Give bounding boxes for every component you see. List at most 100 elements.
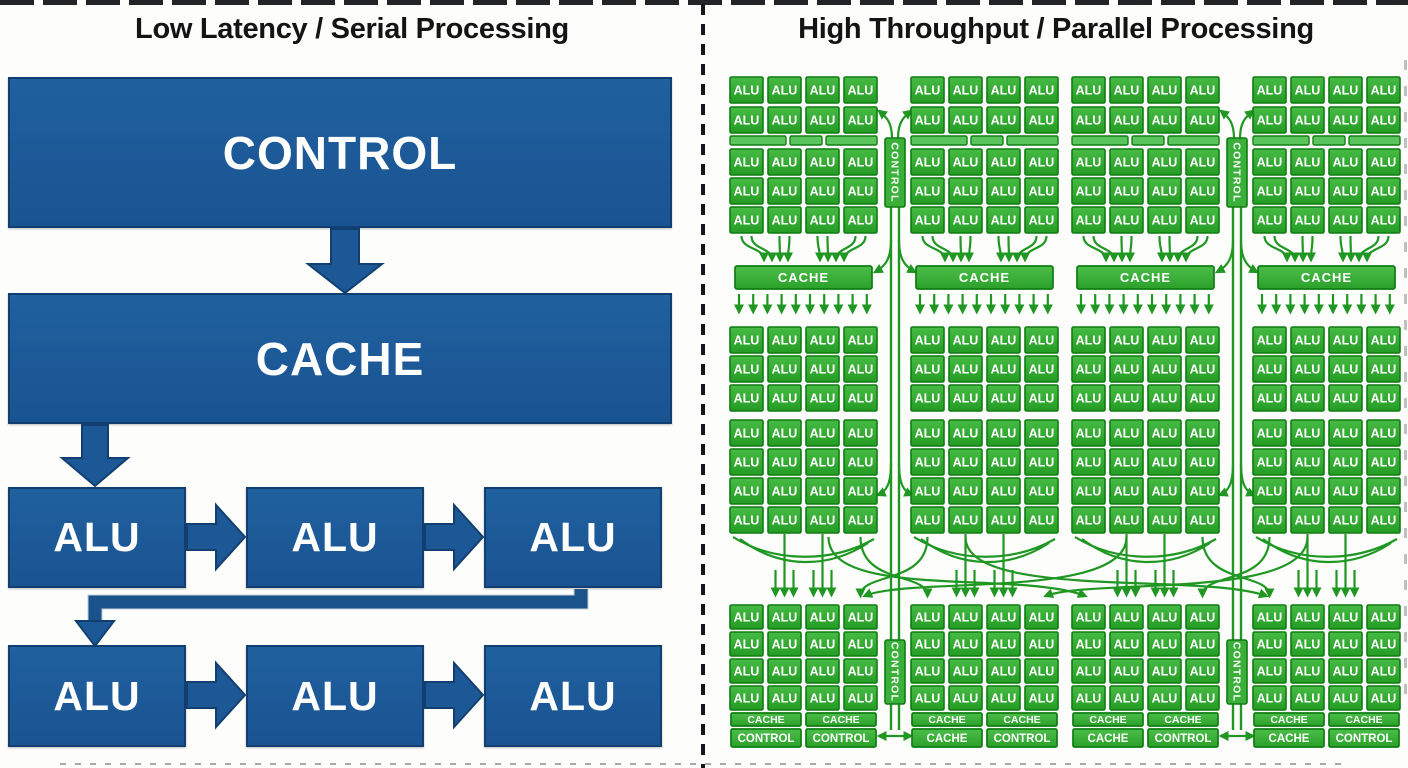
flow-line: [1020, 235, 1048, 263]
alu-cell: [1147, 448, 1182, 476]
alu-cell-label: ALU: [810, 391, 836, 405]
alu-cell-label: ALU: [810, 691, 836, 705]
bottom-cache-bar: [1328, 712, 1400, 727]
alu-cell-label: ALU: [1114, 455, 1140, 469]
alu-cell: [1328, 106, 1363, 134]
bottom-cache-bar-label: CACHE: [1345, 714, 1382, 726]
alu-cell-label: ALU: [848, 362, 874, 376]
alu-cell-label: ALU: [1333, 637, 1359, 651]
alu-cell: [986, 355, 1021, 383]
alu-cell-label: ALU: [1029, 455, 1055, 469]
alu-cell-label: ALU: [1190, 155, 1216, 169]
cpu-panel-title: Low Latency / Serial Processing: [135, 13, 569, 45]
alu-cell: [910, 106, 945, 134]
register-bar: [1167, 135, 1220, 146]
cache-bar: [734, 265, 873, 290]
alu-cell-label: ALU: [772, 113, 798, 127]
alu-cell-label: ALU: [1257, 610, 1283, 624]
flow-line: [964, 536, 1269, 599]
alu-cell: [729, 355, 764, 383]
gpu-blocks: ALU ALU ALU ALU ALU ALU ALU ALU ALU ALU ALU ALU ALU A…: [729, 76, 1401, 748]
alu-cell: [1071, 658, 1106, 684]
register-bar: [789, 135, 823, 146]
flow-line: [1092, 235, 1119, 263]
alu-cell: [1328, 206, 1363, 234]
alu-cell-label: ALU: [734, 426, 760, 440]
alu-cell-label: ALU: [1029, 637, 1055, 651]
alu-cell-label: ALU: [1371, 333, 1397, 347]
alu-cell: [1366, 448, 1401, 476]
alu-cell-label: ALU: [1076, 455, 1102, 469]
flow-line: [872, 239, 893, 274]
cache-bar: [1257, 265, 1396, 290]
alu-cell-label: ALU: [991, 155, 1017, 169]
arrow-alu-right-icon: [186, 660, 247, 730]
alu-cell: [1071, 106, 1106, 134]
alu-cell-label: ALU: [1152, 637, 1178, 651]
alu-cell: [1147, 384, 1182, 412]
alu-cell: [1109, 448, 1144, 476]
alu-cell-label: ALU: [953, 610, 979, 624]
vertical-control-bar-label: CONTROL: [888, 142, 900, 202]
alu-cell: [1252, 106, 1287, 134]
alu-cell-label: ALU: [1152, 213, 1178, 227]
flow-line: [1173, 235, 1199, 263]
alu-cell-label: ALU: [1029, 391, 1055, 405]
alu-cell-label: ALU: [1076, 513, 1102, 527]
flow-line: [920, 538, 1050, 564]
alu-cell-label: ALU: [1076, 426, 1102, 440]
alu-cell-label: ALU: [953, 484, 979, 498]
alu-cell-label: ALU: [734, 664, 760, 678]
alu-cell: [1109, 355, 1144, 383]
alu-cell-label: ALU: [1076, 184, 1102, 198]
alu-cell: [805, 177, 840, 205]
alu-cell-label: ALU: [1257, 83, 1283, 97]
alu-cell: [1328, 177, 1363, 205]
flow-line: [896, 109, 913, 140]
feedback-line: [88, 589, 588, 623]
alu-cell: [948, 206, 983, 234]
alu-cell: [1024, 477, 1059, 505]
alu-cell: [1366, 384, 1401, 412]
cpu-control-block: CONTROL: [8, 77, 672, 228]
alu-cell-label: ALU: [1295, 455, 1321, 469]
alu-cell: [1290, 148, 1325, 176]
alu-cell-label: ALU: [953, 513, 979, 527]
flow-line: [921, 235, 950, 263]
alu-cell: [805, 419, 840, 447]
bottom-control-bar-label: CONTROL: [1336, 733, 1393, 745]
alu-cell-label: ALU: [734, 455, 760, 469]
alu-cell-label: ALU: [991, 184, 1017, 198]
alu-cell-label: ALU: [1152, 513, 1178, 527]
alu-cell: [1024, 631, 1059, 657]
alu-cell-label: ALU: [1257, 184, 1283, 198]
alu-cell: [1024, 604, 1059, 630]
alu-cell: [1185, 355, 1220, 383]
flow-line: [1116, 235, 1127, 263]
alu-cell-label: ALU: [1076, 664, 1102, 678]
alu-cell-label: ALU: [1295, 426, 1321, 440]
alu-cell-label: ALU: [1114, 513, 1140, 527]
alu-cell-label: ALU: [1114, 83, 1140, 97]
alu-cell: [1252, 326, 1287, 354]
alu-cell-label: ALU: [1029, 155, 1055, 169]
alu-cell: [843, 419, 878, 447]
alu-cell: [910, 631, 945, 657]
alu-cell-label: ALU: [1371, 484, 1397, 498]
alu-cell: [1252, 76, 1287, 104]
vertical-control-bar-label: CONTROL: [1230, 142, 1242, 202]
alu-cell: [1290, 106, 1325, 134]
alu-cell-label: ALU: [991, 691, 1017, 705]
alu-cell-label: ALU: [1333, 664, 1359, 678]
alu-cell-label: ALU: [1152, 391, 1178, 405]
bottom-control-bar: [986, 728, 1058, 748]
alu-cell-label: ALU: [848, 83, 874, 97]
bottom-control-bar-label: CONTROL: [1155, 733, 1212, 745]
alu-cell: [1109, 419, 1144, 447]
alu-cell-label: ALU: [1190, 455, 1216, 469]
alu-cell-label: ALU: [1029, 333, 1055, 347]
cache-bar: [915, 265, 1054, 290]
alu-cell-label: ALU: [915, 184, 941, 198]
flow-line: [1125, 235, 1136, 263]
